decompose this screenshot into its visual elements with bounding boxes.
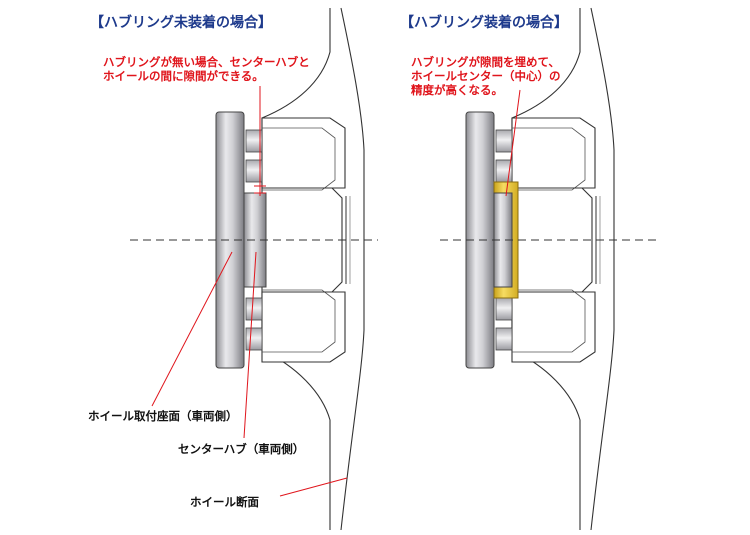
right-panel — [440, 7, 660, 531]
center-hub-label: センターハブ（車両側） — [178, 442, 305, 456]
wheel-hub-body-upper — [261, 117, 346, 189]
right-panel-note: ハブリングが隙間を埋めて、 ホイールセンター（中心）の 精度が高くなる。 — [411, 55, 561, 97]
left-panel-title: 【ハブリング未装着の場合】 — [90, 15, 272, 31]
wheel-rim-outline — [340, 7, 365, 531]
wheel-hub-body-lower — [261, 291, 346, 363]
wheel-mount-face-label: ホイール取付座面（車両側） — [88, 409, 238, 423]
left-panel-note: ハブリングが無い場合、センターハブと ホイールの間に隙間ができる。 — [103, 55, 310, 83]
right-panel-title: 【ハブリング装着の場合】 — [400, 15, 568, 31]
left-panel — [130, 7, 378, 531]
wheel-section-label: ホイール断面 — [190, 495, 259, 509]
